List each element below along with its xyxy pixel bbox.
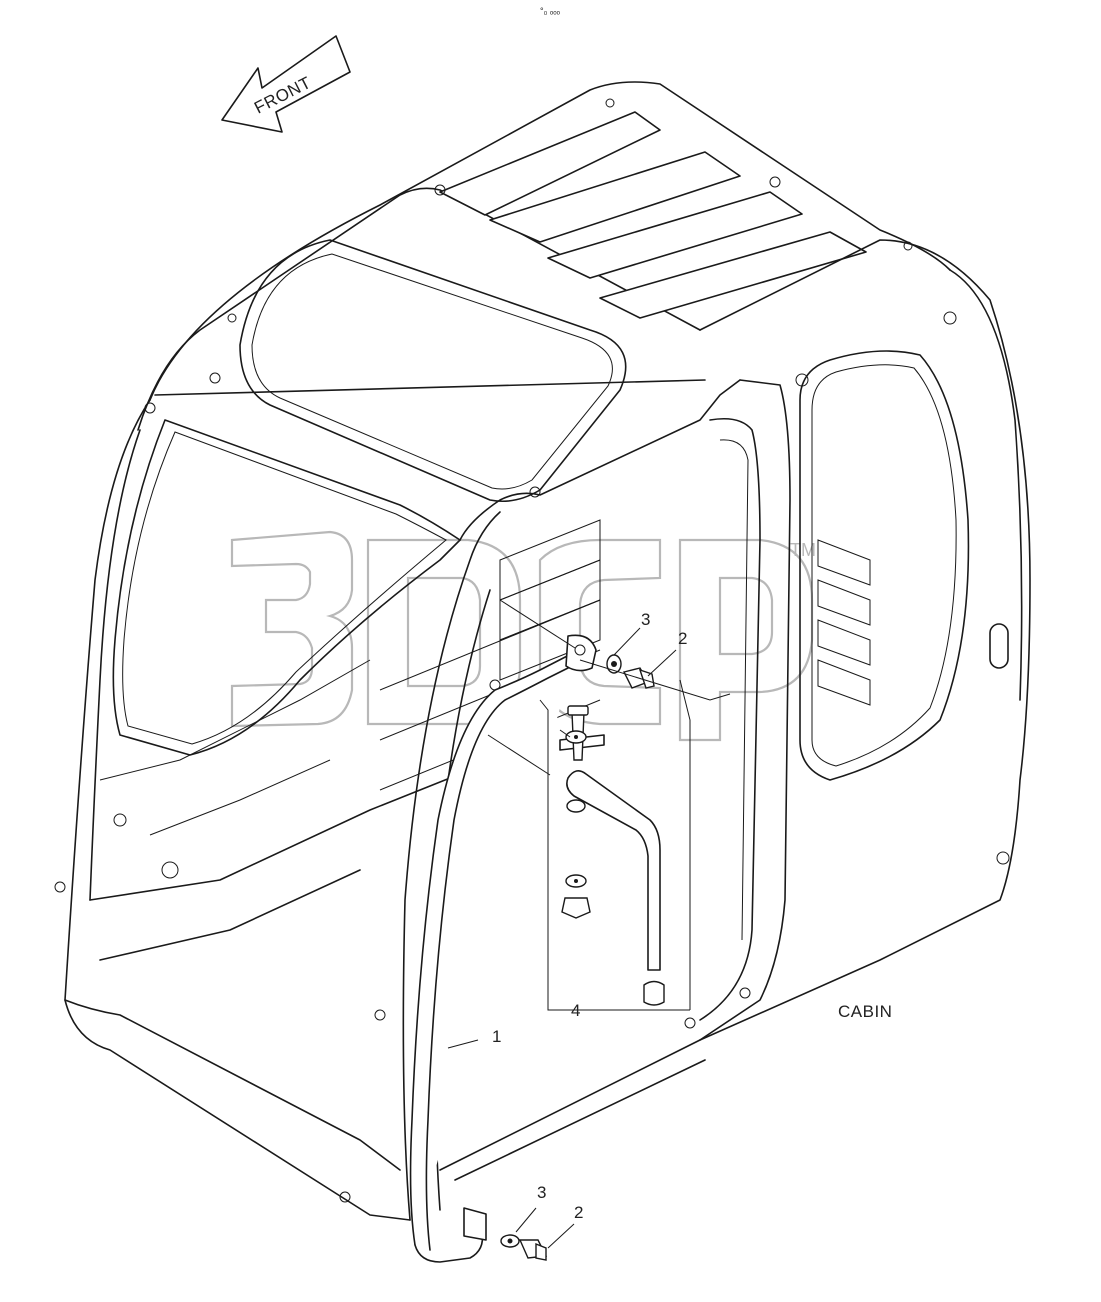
- header-mark: °₀ ₒₒₒ: [540, 6, 561, 16]
- watermark-tm: TM: [790, 540, 816, 560]
- lower-bracket: [463, 1207, 487, 1241]
- callout-4: 4: [571, 1001, 580, 1020]
- front-windshield: [112, 419, 461, 756]
- front-direction-arrow: FRONT: [221, 35, 351, 133]
- exploded-hardware: [500, 654, 665, 1261]
- callout-1: 1: [492, 1027, 501, 1046]
- side-handle: [989, 623, 1009, 669]
- nut: [561, 897, 591, 919]
- roof-window: [239, 239, 627, 503]
- callout-3-upper: 3: [641, 610, 650, 629]
- callout-2-upper: 2: [678, 629, 687, 648]
- frame-screws: [54, 98, 1010, 1203]
- grab-handle-rail: [409, 651, 576, 1246]
- roof-panel-2: [489, 151, 741, 243]
- leader-lines: [447, 599, 731, 1249]
- end-cap: [643, 980, 665, 1006]
- roof-panel-3: [547, 191, 803, 279]
- roof-panel-4: [599, 231, 867, 319]
- side-window: [799, 350, 970, 781]
- upper-bracket: [565, 634, 597, 672]
- callout-2-lower: 2: [574, 1203, 583, 1222]
- support-rod: [566, 770, 661, 971]
- callout-3-lower: 3: [537, 1183, 546, 1202]
- assembly-label: CABIN: [838, 1002, 892, 1021]
- roof-panel-1: [439, 111, 661, 216]
- cabin-frame: [54, 81, 1031, 1221]
- right-louvres: [817, 539, 871, 706]
- grab-handle-assembly: [409, 634, 605, 1263]
